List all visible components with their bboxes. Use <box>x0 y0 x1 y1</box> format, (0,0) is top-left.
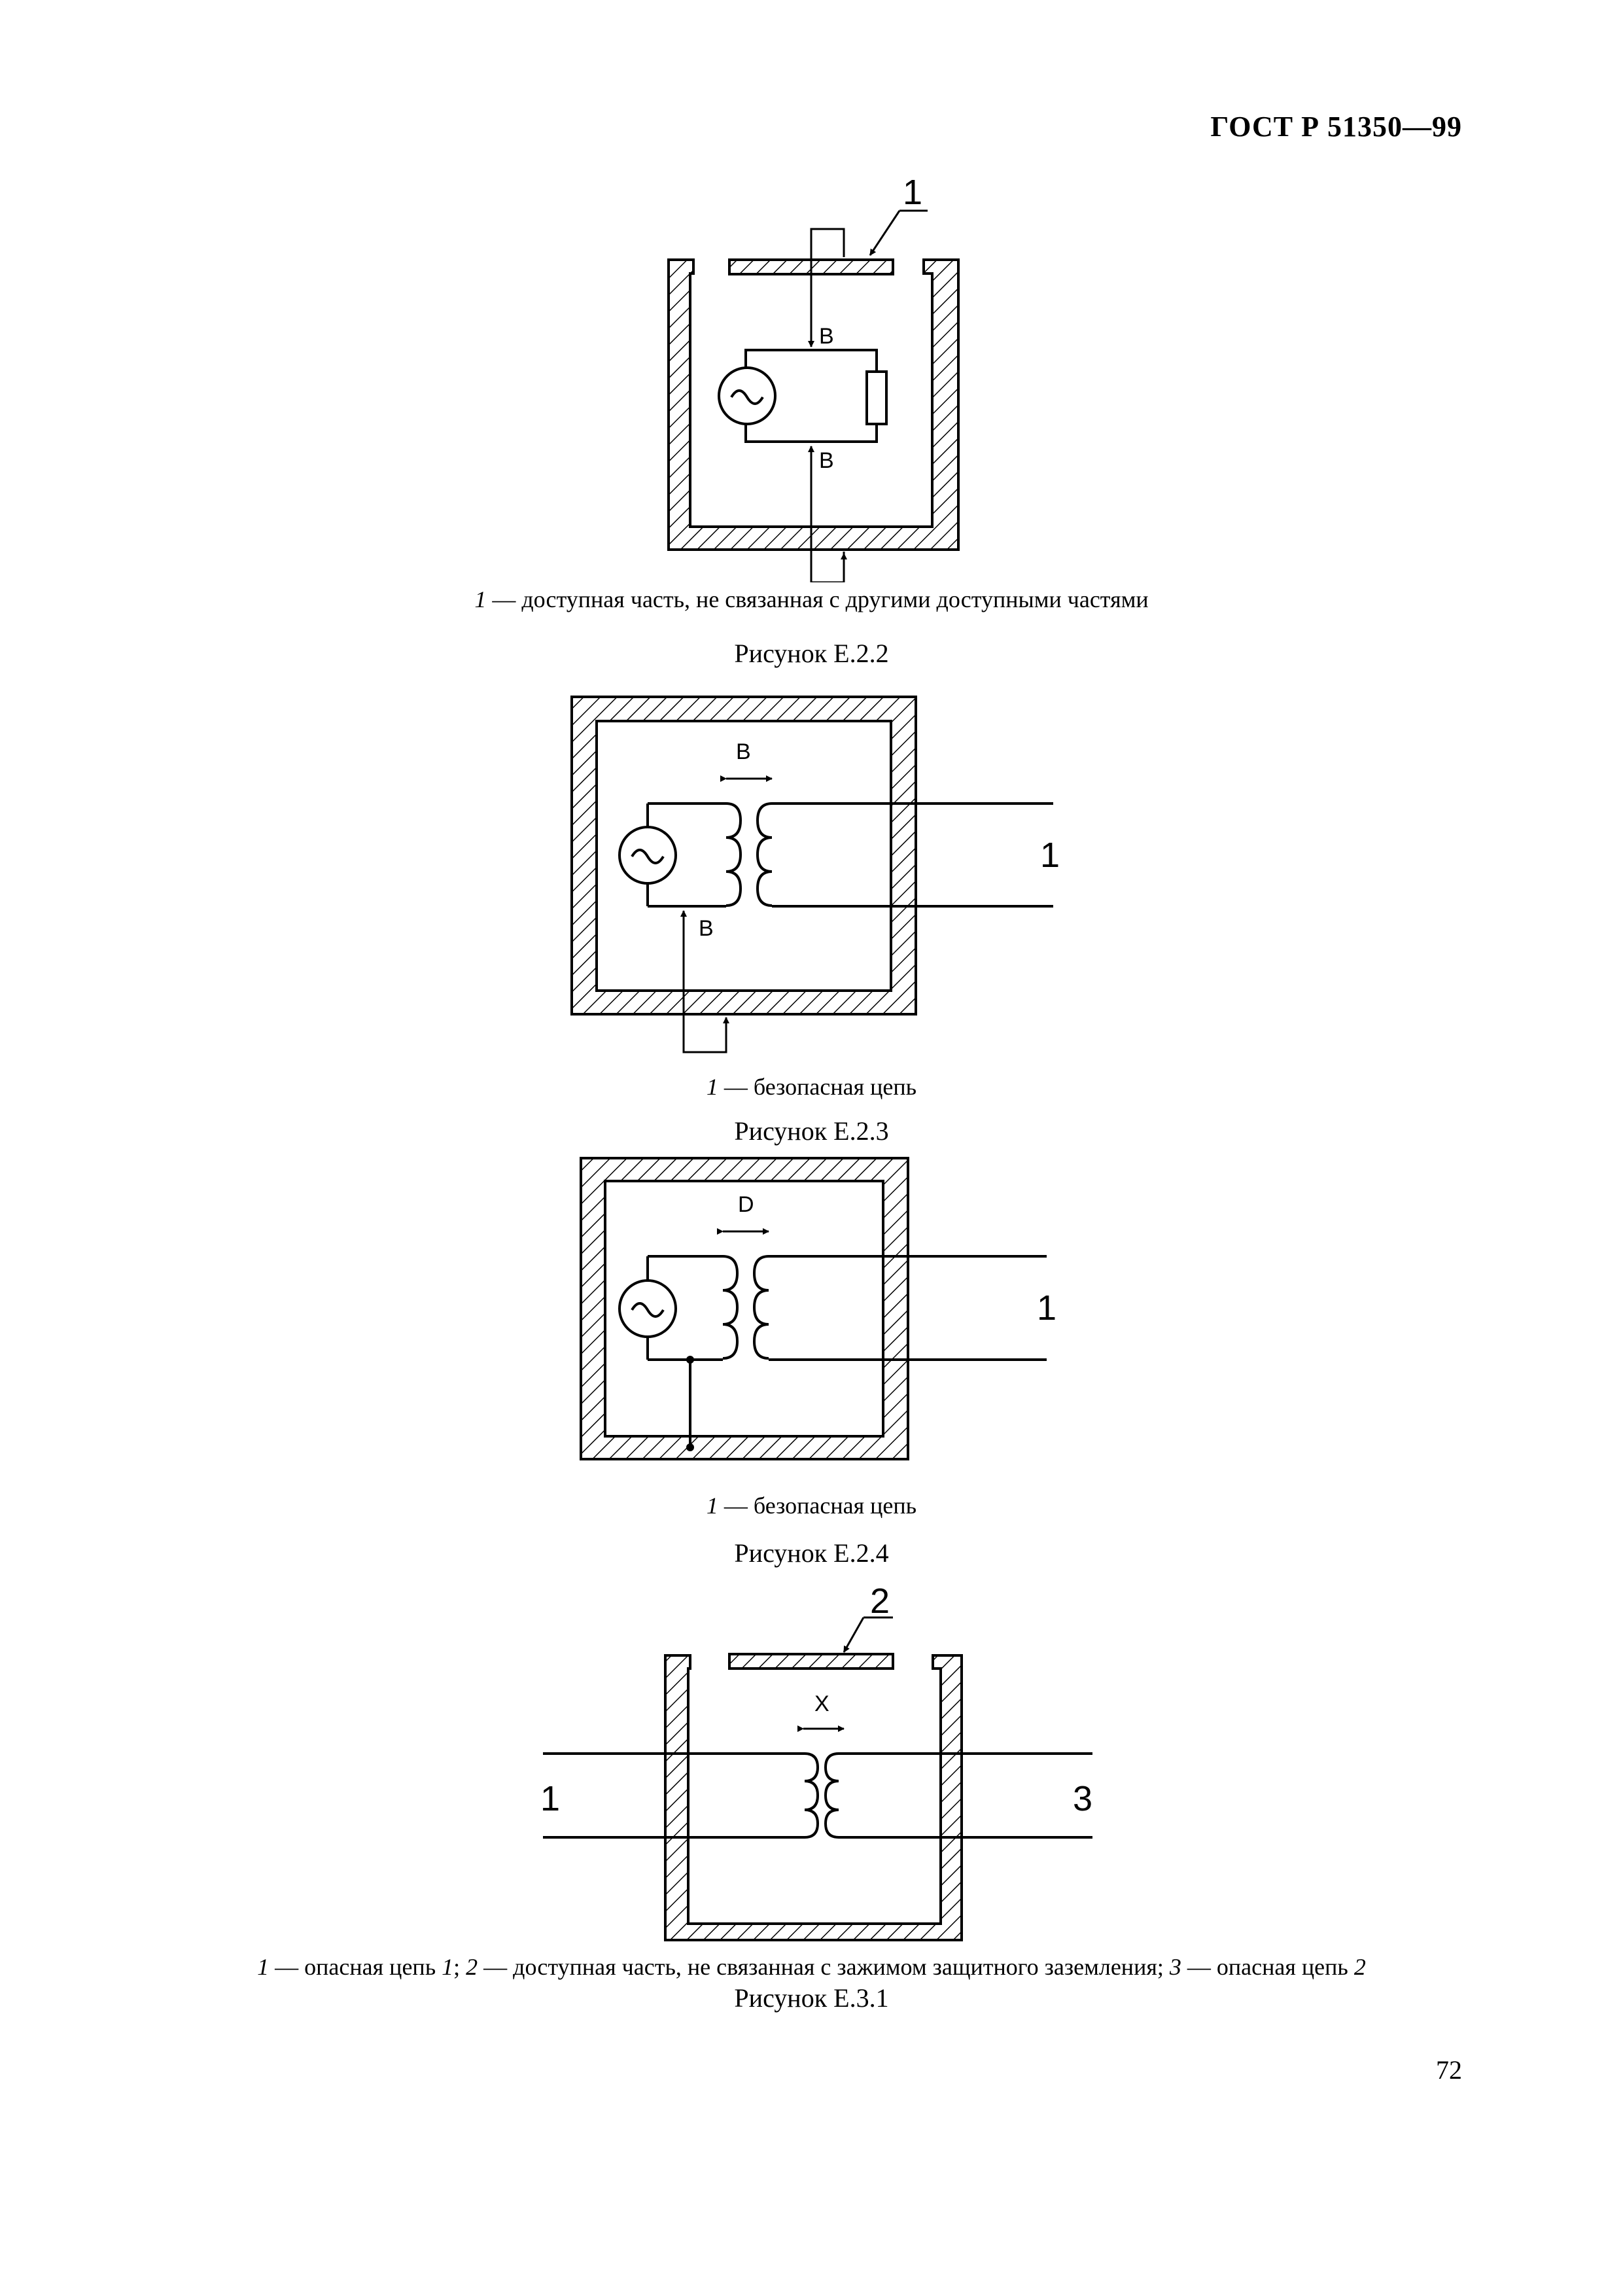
primary-coil <box>804 1752 820 1839</box>
label-b-top: B <box>819 324 834 349</box>
figure-e23-diagram: 1 B B <box>570 696 1060 1053</box>
figure-e24-title: Рисунок Е.2.4 <box>734 1538 889 1568</box>
label-x: X <box>814 1691 829 1716</box>
enclosure-wall <box>580 1157 909 1460</box>
enclosure-wall <box>667 258 960 551</box>
callout-2: 2 <box>870 1581 890 1621</box>
callout-1: 1 <box>903 173 922 212</box>
page-number: 72 <box>1436 2055 1462 2085</box>
primary-coil <box>725 802 742 907</box>
enclosure-wall <box>570 696 917 1016</box>
accessible-plate <box>728 1653 894 1670</box>
label-b-top: B <box>736 739 751 764</box>
enclosure-wall <box>664 1654 963 1941</box>
primary-coil <box>722 1255 739 1360</box>
secondary-coil <box>752 1255 769 1360</box>
figure-e22-diagram: 1 B B <box>667 173 960 582</box>
resistor-icon <box>865 370 888 425</box>
junction-dot <box>686 1356 694 1364</box>
callout-1: 1 <box>1037 1288 1056 1328</box>
figure-e23-title: Рисунок Е.2.3 <box>734 1116 889 1146</box>
junction-dot <box>686 1443 694 1451</box>
figure-e24-legend: 1 — безопасная цепь <box>706 1492 917 1519</box>
secondary-coil <box>756 802 773 907</box>
figure-e23-legend: 1 — безопасная цепь <box>706 1074 917 1100</box>
figure-e31-diagram: 2 X 1 3 <box>540 1581 1092 1941</box>
figure-e24-diagram: 1 D <box>580 1157 1056 1460</box>
figure-e22-title: Рисунок Е.2.2 <box>734 639 889 668</box>
label-d: D <box>738 1192 754 1217</box>
document-code: ГОСТ Р 51350—99 <box>1210 111 1462 143</box>
callout-1: 1 <box>1040 836 1060 875</box>
figure-e22-legend: 1 — доступная часть, не связанная с друг… <box>474 586 1149 612</box>
secondary-coil <box>824 1752 839 1839</box>
callout-1: 1 <box>540 1779 560 1818</box>
label-b-bottom: B <box>699 916 714 941</box>
figure-e31-legend: 1 — опасная цепь 1; 2 — доступная часть,… <box>257 1954 1366 1980</box>
callout-3: 3 <box>1073 1779 1092 1818</box>
label-b-bottom: B <box>819 448 834 473</box>
figure-e31-title: Рисунок Е.3.1 <box>734 1983 889 2013</box>
